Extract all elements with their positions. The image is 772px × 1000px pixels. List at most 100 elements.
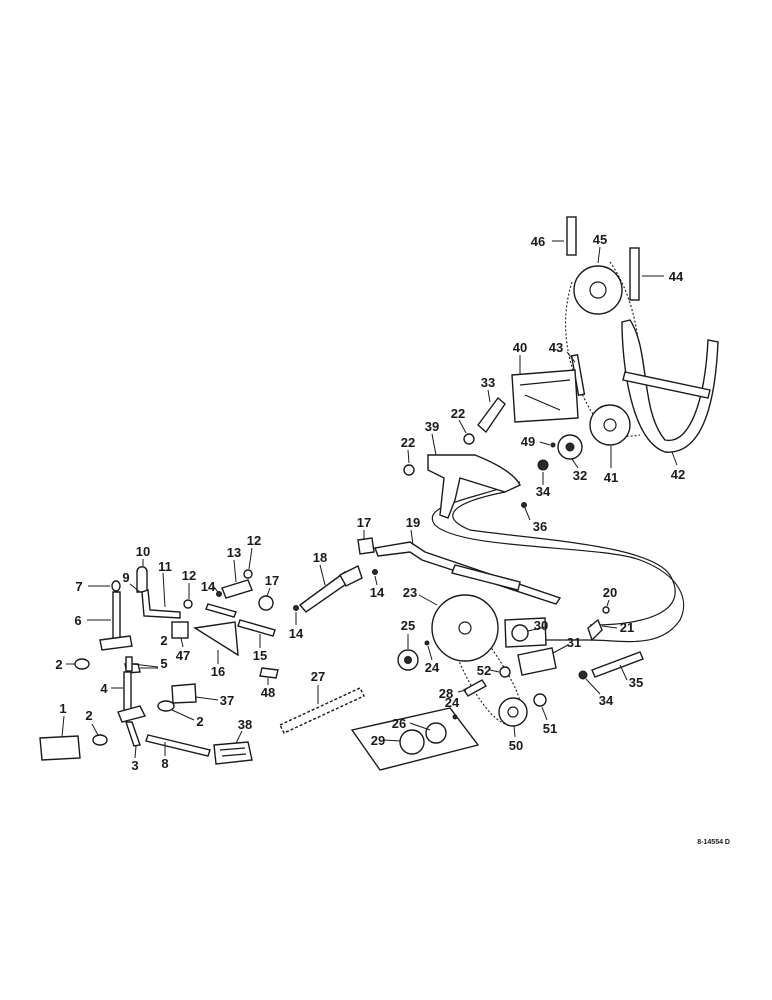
leader-21	[601, 625, 618, 629]
leader-1	[61, 715, 65, 738]
part-27-rod	[279, 687, 365, 734]
label-part-38: 38	[238, 717, 252, 732]
label-part-52: 52	[477, 663, 491, 678]
label-part-47: 47	[176, 648, 190, 663]
label-part-13: 13	[227, 545, 241, 560]
part-29-disc	[399, 729, 425, 755]
part-32-hub-center	[565, 442, 575, 452]
part-51-bushing	[533, 693, 547, 707]
linkage-assembly	[171, 537, 644, 734]
leader-51	[541, 706, 548, 721]
long-drive-chain	[431, 481, 685, 643]
part-46-bracket	[566, 216, 577, 256]
label-part-46: 46	[531, 234, 545, 249]
label-part-26: 26	[392, 716, 406, 731]
label-part-1: 1	[59, 701, 66, 716]
part-49-bolt	[550, 442, 556, 448]
label-part-28: 28	[439, 686, 453, 701]
leader-22a	[458, 419, 467, 434]
leader-31	[552, 644, 569, 654]
label-part-22b: 22	[401, 435, 415, 450]
label-part-10: 10	[136, 544, 150, 559]
part-23-sprocket	[431, 594, 499, 662]
part-30-gear	[511, 624, 529, 642]
label-part-22a: 22	[451, 406, 465, 421]
leader-32	[571, 458, 579, 469]
leader-9	[129, 583, 141, 593]
part-38-block-detail	[219, 747, 247, 757]
label-part-43: 43	[549, 340, 563, 355]
leader-39	[431, 433, 437, 456]
label-part-41: 41	[604, 470, 618, 485]
label-part-24a: 24	[425, 660, 440, 675]
label-part-50: 50	[509, 738, 523, 753]
part-52-bushing	[499, 666, 511, 678]
label-part-7: 7	[75, 579, 82, 594]
part-42-shield	[621, 319, 719, 453]
part-36-screw	[521, 502, 527, 508]
label-part-25: 25	[401, 618, 415, 633]
diagram-reference-code: 8-14554 D	[697, 839, 730, 846]
part-44-bracket	[629, 247, 640, 301]
leader-36	[524, 507, 531, 521]
label-part-45: 45	[593, 232, 607, 247]
part-31-housing	[517, 647, 557, 676]
part-34-nut-upper	[537, 459, 549, 471]
leader-12a	[248, 547, 253, 570]
part-18-yoke	[339, 565, 363, 587]
leader-45	[597, 246, 601, 264]
leader-22b	[407, 449, 410, 464]
part-16-bracket	[193, 621, 239, 657]
label-part-14b: 14	[201, 579, 216, 594]
leader-2c	[171, 709, 195, 721]
label-part-30: 30	[534, 618, 548, 633]
label-part-24b: 24	[445, 695, 460, 710]
part-3-rod	[125, 721, 141, 747]
part-2-washer-c	[157, 700, 175, 712]
long-drive-chain-inner	[452, 491, 676, 626]
part-20-nut	[602, 606, 610, 614]
label-part-32: 32	[573, 468, 587, 483]
leader-30	[527, 626, 546, 632]
part-2-washer-d	[92, 734, 108, 746]
label-part-14c: 14	[289, 626, 304, 641]
label-part-3: 3	[131, 758, 138, 773]
part-42-brace	[622, 371, 711, 399]
part-39-arm	[427, 454, 521, 519]
leader-14a	[374, 575, 378, 586]
label-part-39: 39	[425, 419, 439, 434]
part-17-collar	[258, 595, 274, 611]
part-14-nut-b	[293, 605, 299, 611]
label-part-19: 19	[406, 515, 420, 530]
part-37-bracket	[171, 683, 197, 704]
part-15-link-short	[205, 603, 237, 618]
part-15-link	[237, 619, 276, 637]
part-8-bar	[145, 734, 211, 757]
label-part-8: 8	[161, 756, 168, 771]
leader-50	[513, 725, 516, 738]
lower-sprocket-chain	[444, 609, 522, 726]
part-21-clip	[587, 618, 603, 642]
part-50-sprocket	[498, 697, 528, 727]
label-part-12a: 12	[247, 533, 261, 548]
part-1-plate	[39, 735, 81, 761]
part-34-nut-lower	[578, 670, 588, 680]
part-40-housing	[511, 369, 579, 423]
leader-11	[162, 572, 166, 608]
part-10-grip	[136, 566, 148, 593]
leader-24a	[427, 645, 433, 661]
label-part-9: 9	[122, 570, 129, 585]
label-part-48: 48	[261, 685, 275, 700]
leader-35	[619, 664, 628, 681]
part-23-sprocket-hub	[458, 621, 472, 635]
part-19-rod-sleeve	[451, 564, 521, 591]
label-part-44: 44	[669, 269, 684, 284]
leader-lines	[61, 240, 678, 759]
label-part-14a: 14	[370, 585, 385, 600]
leader-34b	[585, 678, 601, 695]
part-28-spring	[462, 679, 488, 697]
label-part-15: 15	[253, 648, 267, 663]
label-part-17b: 17	[265, 573, 279, 588]
part-3-shaft	[117, 705, 147, 723]
